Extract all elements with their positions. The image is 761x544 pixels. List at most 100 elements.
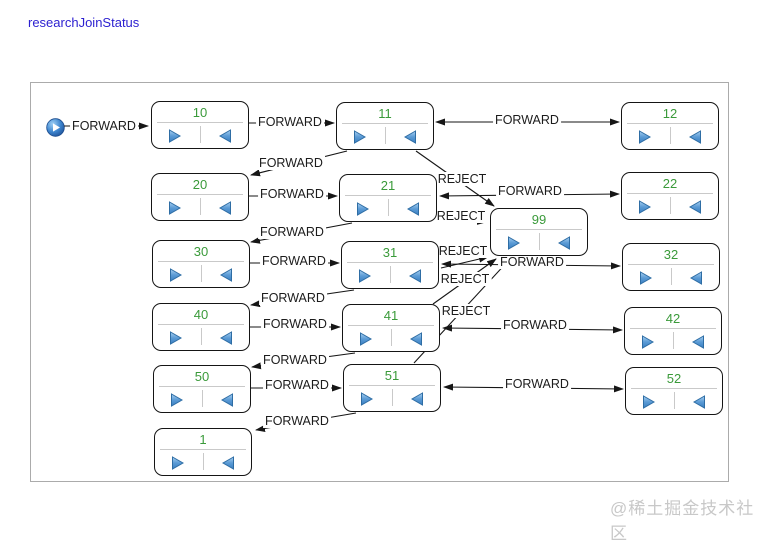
task-node-41[interactable]: 41 [342, 304, 440, 352]
play-backward-icon [411, 392, 423, 406]
play-forward-icon [639, 130, 651, 144]
page-title: researchJoinStatus [28, 15, 140, 30]
task-node-32[interactable]: 32 [622, 243, 720, 291]
play-backward-icon [693, 395, 705, 409]
play-forward-icon [172, 456, 184, 470]
node-number: 12 [627, 105, 713, 124]
play-backward-icon [558, 236, 570, 250]
play-backward-icon [219, 201, 231, 215]
node-icon-row [152, 124, 248, 148]
play-forward-icon [357, 202, 369, 216]
play-forward-icon [639, 200, 651, 214]
icon-divider [391, 329, 392, 346]
task-node-30[interactable]: 30 [152, 240, 250, 288]
icon-divider [670, 197, 671, 214]
node-number: 21 [345, 177, 431, 196]
task-node-99[interactable]: 99 [490, 208, 588, 256]
play-backward-icon [222, 456, 234, 470]
task-node-10[interactable]: 10 [151, 101, 249, 149]
task-node-51[interactable]: 51 [343, 364, 441, 412]
node-icon-row [337, 125, 433, 149]
node-number: 22 [627, 175, 713, 194]
task-node-1[interactable]: 1 [154, 428, 252, 476]
node-number: 30 [158, 243, 244, 262]
play-forward-icon [170, 268, 182, 282]
play-backward-icon [407, 202, 419, 216]
task-node-52[interactable]: 52 [625, 367, 723, 415]
icon-divider [200, 126, 201, 143]
play-backward-icon [689, 130, 701, 144]
icon-divider [385, 127, 386, 144]
node-number: 40 [158, 306, 244, 325]
node-number: 52 [631, 370, 717, 389]
node-icon-row [153, 263, 249, 287]
play-forward-icon [359, 269, 371, 283]
play-forward-icon [170, 331, 182, 345]
node-number: 50 [159, 368, 245, 387]
icon-divider [673, 332, 674, 349]
play-backward-icon [692, 335, 704, 349]
icon-divider [388, 199, 389, 216]
node-icon-row [343, 327, 439, 351]
node-icon-row [155, 451, 251, 475]
icon-divider [539, 233, 540, 250]
node-icon-row [153, 326, 249, 350]
node-number: 99 [496, 211, 582, 230]
node-icon-row [491, 231, 587, 255]
icon-divider [203, 453, 204, 470]
icon-divider [201, 265, 202, 282]
play-forward-icon [354, 130, 366, 144]
play-forward-icon [643, 395, 655, 409]
play-backward-icon [220, 268, 232, 282]
play-forward-icon [508, 236, 520, 250]
icon-divider [671, 268, 672, 285]
icon-divider [201, 328, 202, 345]
task-node-31[interactable]: 31 [341, 241, 439, 289]
task-node-40[interactable]: 40 [152, 303, 250, 351]
node-icon-row [342, 264, 438, 288]
play-forward-icon [361, 392, 373, 406]
play-backward-icon [689, 200, 701, 214]
node-icon-row [344, 387, 440, 411]
node-layer: 10 11 12 20 21 22 99 30 31 32 40 41 42 50 51 52 1 [151, 101, 723, 476]
node-icon-row [622, 125, 718, 149]
task-node-11[interactable]: 11 [336, 102, 434, 150]
start-node[interactable] [46, 118, 65, 137]
node-icon-row [625, 330, 721, 354]
node-number: 51 [349, 367, 435, 386]
node-number: 41 [348, 307, 434, 326]
icon-divider [200, 198, 201, 215]
play-backward-icon [690, 271, 702, 285]
node-icon-row [152, 196, 248, 220]
play-backward-icon [409, 269, 421, 283]
icon-divider [674, 392, 675, 409]
task-node-21[interactable]: 21 [339, 174, 437, 222]
node-number: 20 [157, 176, 243, 195]
node-number: 10 [157, 104, 243, 123]
node-icon-row [154, 388, 250, 412]
task-node-42[interactable]: 42 [624, 307, 722, 355]
node-number: 31 [347, 244, 433, 263]
start-play-icon [46, 118, 65, 137]
node-icon-row [340, 197, 436, 221]
transition-reject-31-99 [440, 255, 489, 269]
play-backward-icon [410, 332, 422, 346]
play-forward-icon [642, 335, 654, 349]
play-forward-icon [169, 129, 181, 143]
icon-divider [202, 390, 203, 407]
node-icon-row [623, 266, 719, 290]
icon-divider [390, 266, 391, 283]
task-node-50[interactable]: 50 [153, 365, 251, 413]
node-number: 42 [630, 310, 716, 329]
task-node-12[interactable]: 12 [621, 102, 719, 150]
task-node-22[interactable]: 22 [621, 172, 719, 220]
node-icon-row [626, 390, 722, 414]
play-forward-icon [169, 201, 181, 215]
play-backward-icon [220, 331, 232, 345]
task-node-20[interactable]: 20 [151, 173, 249, 221]
play-forward-icon [360, 332, 372, 346]
node-icon-row [622, 195, 718, 219]
node-number: 32 [628, 246, 714, 265]
play-backward-icon [404, 130, 416, 144]
